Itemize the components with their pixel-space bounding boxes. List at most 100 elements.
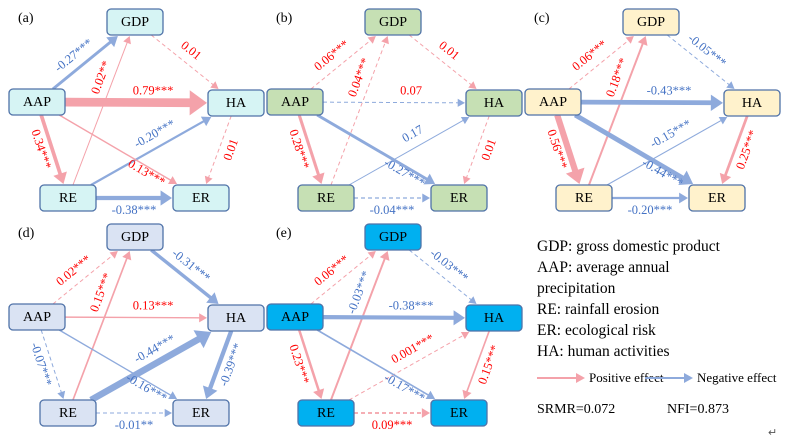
edge-line [39,114,63,176]
edge-aap-to-ha: 0.07 [322,83,465,107]
path-coefficient: -0.07*** [28,341,55,388]
edge-line [51,40,112,91]
node-label: AAP [23,310,51,325]
edge-re-to-gdp: 0.18*** [588,36,648,186]
node-ha: HA [465,89,523,117]
edge-ha-to-er: 0.01 [462,115,499,184]
node-box [106,8,164,36]
arrowhead-icon [204,175,213,184]
arrowhead-icon [189,90,207,116]
node-box [364,8,422,36]
edge-ha-to-er: -0.39*** [202,330,245,399]
path-coefficient: -0.27*** [382,155,428,190]
edge-line [723,115,749,177]
negative-arrow-icon [645,373,693,383]
arrowhead-icon [453,310,465,326]
node-label: HA [742,96,763,111]
path-coefficient: -0.01** [115,418,154,432]
panel-label: (c) [534,11,550,26]
node-gdp: GDP [106,223,164,251]
edge-re-to-gdp: 0.15*** [72,251,132,401]
path-coefficient: -0.27*** [52,36,96,75]
edge-line [310,39,372,90]
edge-aap-to-ha: 0.79*** [64,83,207,116]
path-coefficient: 0.23*** [287,343,313,386]
legend-re: RE: rainfall erosion [537,301,660,318]
node-label: HA [484,96,505,111]
nfi-value: NFI=0.873 [667,402,729,417]
node-re: RE [297,399,355,427]
edge-line [554,114,579,173]
node-label: HA [226,96,247,111]
path-coefficient: 0.01 [220,137,241,162]
edge-aap-to-re: 0.56*** [545,114,585,184]
arrowhead-icon [462,175,471,184]
path-coefficient: 0.13*** [126,156,168,189]
arrowhead-icon [421,408,430,418]
path-coefficient: 0.01 [436,38,462,63]
edge-aap-to-ha: -0.38*** [322,298,465,326]
arrowhead-icon [457,98,465,107]
edge-aap-to-re: 0.28*** [287,114,325,184]
path-coefficient: -0.03*** [344,269,373,316]
arrowhead-icon [710,94,723,111]
node-box [465,89,523,117]
edge-line [666,34,730,86]
edge-line [606,119,722,186]
panel-c: (c)0.06***0.18***-0.05***-0.43***-0.15**… [524,8,781,217]
arrowhead-icon [423,173,436,185]
edge-line [573,112,685,181]
path-coefficient: 0.06*** [311,252,351,289]
node-aap: AAP [266,88,324,116]
arrowhead-icon [718,116,728,125]
node-label: RE [317,191,335,206]
arrowhead-icon [53,171,67,184]
path-coefficient: -0.44*** [640,155,686,190]
node-aap: AAP [266,303,324,331]
edge-aap-to-ha: -0.43*** [580,83,723,111]
edge-re-to-er: -0.38*** [96,190,172,217]
edge-ha-to-er: 0.01 [204,115,241,184]
node-label: GDP [379,230,407,245]
path-coefficient: -0.20*** [132,116,178,150]
node-re: RE [555,184,613,212]
edge-line [150,248,213,300]
node-box [297,184,355,212]
legend-gdp: GDP: gross domestic product [537,238,720,255]
edge-re-to-gdp: 0.02** [72,36,131,186]
edge-line [310,254,372,305]
edge-line [64,97,192,108]
path-coefficient: 0.01 [178,38,204,63]
path-coefficient: 0.001*** [389,331,437,366]
node-label: RE [59,191,77,206]
edge-re-to-er: -0.01** [96,408,172,432]
node-re: RE [39,184,97,212]
panel-label: (e) [276,226,292,241]
node-box [172,184,230,212]
node-box [430,399,488,427]
edge-gdp-to-ha: -0.03*** [408,246,477,304]
edge-line [348,334,464,401]
arrowhead-icon [106,36,118,48]
node-label: ER [192,406,211,421]
node-gdp: GDP [364,223,422,251]
edge-re-to-er: 0.09*** [354,408,430,432]
node-box [465,304,523,332]
node-ha: HA [723,89,781,117]
node-gdp: GDP [364,8,422,36]
arrowhead-icon [367,251,376,259]
arrowhead-icon [57,390,66,399]
panel-a: (a)-0.27***0.02**0.010.79***-0.20***0.34… [8,8,265,217]
node-re: RE [297,184,355,212]
arrowhead-icon [313,388,325,399]
node-box [266,88,324,116]
node-box [8,303,66,331]
panel-d: (d)0.02***0.15***-0.31***0.13***-0.44***… [8,223,265,432]
path-coefficient: -0.05*** [685,31,729,70]
node-label: GDP [121,15,149,30]
node-label: AAP [281,95,309,110]
path-coefficient: -0.43*** [647,83,692,97]
positive-effect-label: Positive effect [589,370,664,385]
arrowhead-icon [678,170,694,185]
